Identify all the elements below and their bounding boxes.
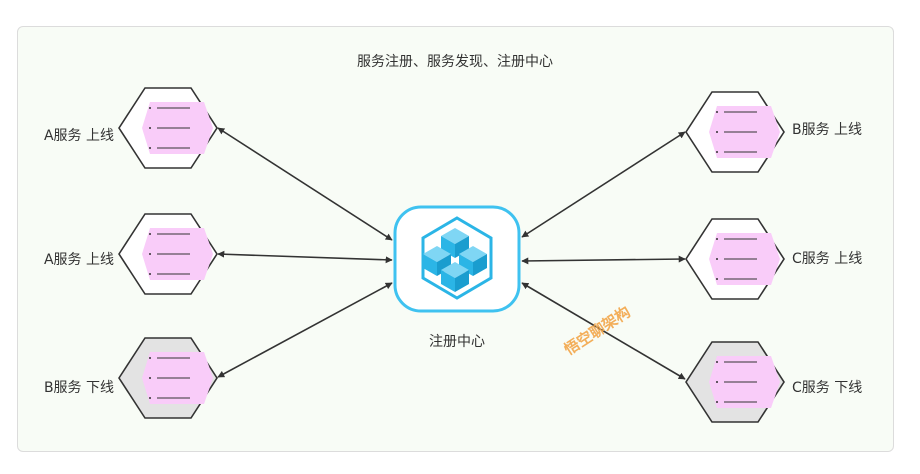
- service-node-a1: [118, 87, 218, 169]
- service-node-a2: [118, 213, 218, 295]
- registry-label: 注册中心: [429, 334, 485, 350]
- registry-frame: [393, 205, 521, 313]
- connector-arrows: [217, 127, 686, 380]
- service-node-b1: [118, 337, 218, 419]
- cube-cluster-icon: [421, 216, 493, 300]
- service-node-b2: [685, 91, 785, 173]
- arrow-c2-center: [521, 282, 686, 380]
- arrow-a2-center: [217, 250, 393, 264]
- registry-center-node: [393, 205, 521, 313]
- service-node-c1: [685, 218, 785, 300]
- arrow-b2-center: [521, 131, 686, 238]
- arrow-b1-center: [217, 282, 393, 378]
- service-node-c2: [685, 341, 785, 423]
- node-label-b2: B服务 上线: [792, 122, 862, 138]
- node-label-a2: A服务 上线: [44, 252, 114, 268]
- diagram-title: 服务注册、服务发现、注册中心: [357, 54, 553, 70]
- node-label-b1: B服务 下线: [44, 380, 114, 396]
- node-label-a1: A服务 上线: [44, 128, 114, 144]
- watermark-text: 悟空聊架构: [561, 303, 634, 359]
- arrow-a1-center: [217, 127, 393, 241]
- node-label-c1: C服务 上线: [792, 251, 862, 267]
- arrow-c1-center: [521, 255, 686, 265]
- node-label-c2: C服务 下线: [792, 380, 862, 396]
